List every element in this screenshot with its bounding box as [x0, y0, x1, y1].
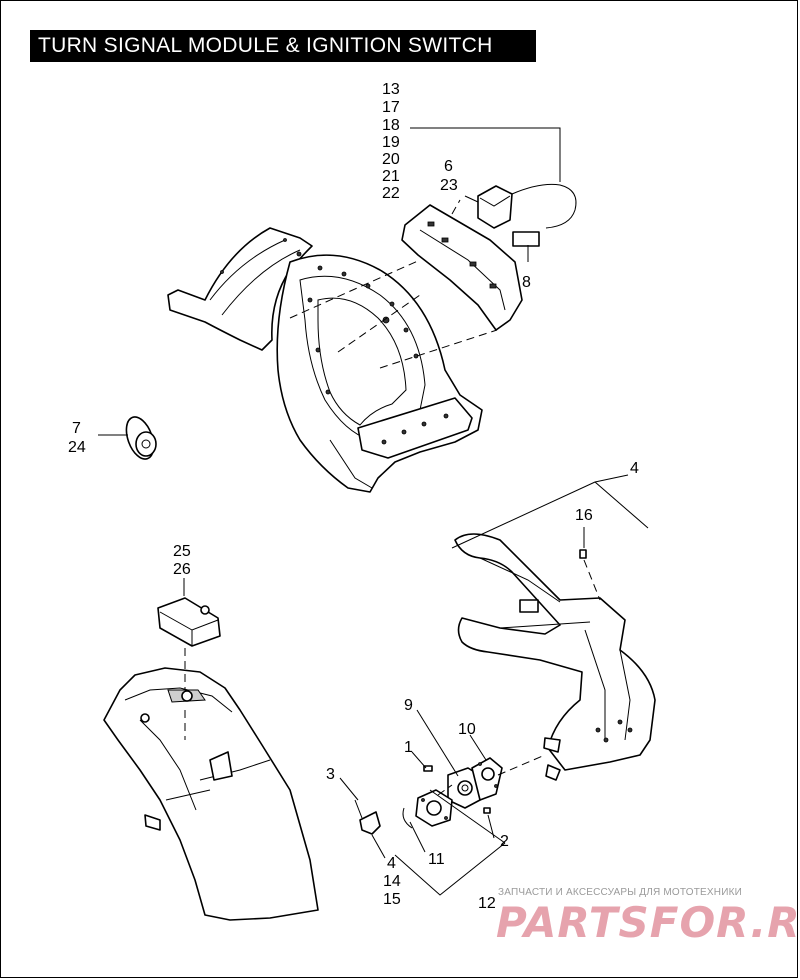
diagram-title: TURN SIGNAL MODULE & IGNITION SWITCH	[30, 30, 536, 62]
callout-18: 18	[382, 117, 400, 134]
ignition-switch-cover	[471, 757, 503, 801]
frame-fastener-16	[579, 549, 587, 559]
callout-2: 2	[500, 833, 509, 850]
callout-9: 9	[404, 697, 413, 714]
motorcycle-frame	[454, 533, 656, 781]
watermark-logo: PARTSFOR.RU	[496, 898, 800, 947]
callout-1: 1	[404, 739, 413, 756]
callout-20: 20	[382, 151, 400, 168]
callout-15: 15	[383, 891, 401, 908]
callout-12: 12	[478, 895, 496, 912]
callout-26: 26	[173, 561, 191, 578]
watermark-tagline: ЗАПЧАСТИ И АКСЕССУАРЫ ДЛЯ МОТОТЕХНИКИ	[498, 887, 743, 898]
callout-17: 17	[382, 99, 400, 116]
callout-16: 16	[575, 507, 593, 524]
callout-10: 10	[458, 721, 476, 738]
callout-11: 11	[428, 851, 445, 868]
callout-4-switch: 4	[387, 855, 396, 872]
rear-module-25	[157, 597, 221, 647]
callout-13: 13	[382, 81, 400, 98]
turn-signal-module	[477, 183, 577, 247]
callout-21: 21	[382, 168, 400, 185]
snap-ring-11	[402, 807, 413, 829]
screw-2	[483, 807, 491, 814]
callout-6: 6	[444, 158, 453, 175]
screw-1	[423, 765, 433, 772]
ignition-wire-connector	[354, 799, 381, 835]
callout-25: 25	[173, 543, 191, 560]
callout-23: 23	[440, 177, 458, 194]
callout-8: 8	[522, 274, 531, 291]
callout-24: 24	[68, 439, 86, 456]
callout-3: 3	[326, 766, 335, 783]
fender-support-frame	[167, 227, 483, 493]
module-bracket	[401, 204, 523, 331]
ignition-key-cap	[125, 416, 157, 460]
callout-7: 7	[72, 420, 81, 437]
callout-19: 19	[382, 134, 400, 151]
rear-fender	[103, 667, 319, 921]
callout-22: 22	[382, 185, 400, 202]
callout-4-frame: 4	[630, 460, 639, 477]
callout-14: 14	[383, 873, 401, 890]
ignition-switch-mount	[415, 789, 453, 827]
